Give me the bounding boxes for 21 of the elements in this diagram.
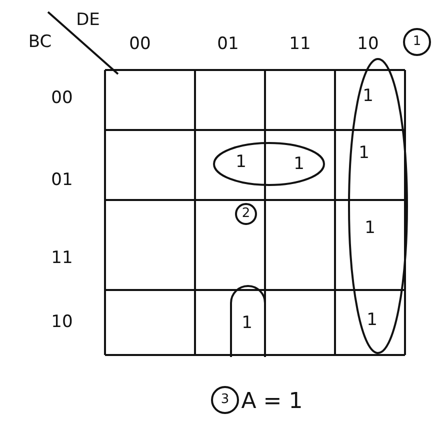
variable-label: BC [28,32,52,52]
cell-value: 1 [242,313,252,333]
column-header: 00 [129,34,151,54]
row-header: 00 [51,88,73,108]
row-header: 10 [51,312,73,332]
group-number: 3 [220,391,230,409]
equation-label: A = 1 [241,392,303,412]
cell-value: 1 [362,86,374,106]
cell-value: 1 [358,143,370,163]
variable-label: DE [76,10,100,30]
cell-value: 1 [366,310,378,330]
group-number: 2 [242,205,250,223]
row-header: 11 [51,248,73,268]
group-number: 1 [412,33,422,51]
column-header: 11 [289,34,311,54]
cell-value: 1 [364,218,376,238]
column-header: 10 [357,34,379,54]
cell-value: 1 [294,154,304,174]
column-header: 01 [217,34,239,54]
row-header: 01 [51,170,73,190]
cell-value: 1 [236,152,246,172]
